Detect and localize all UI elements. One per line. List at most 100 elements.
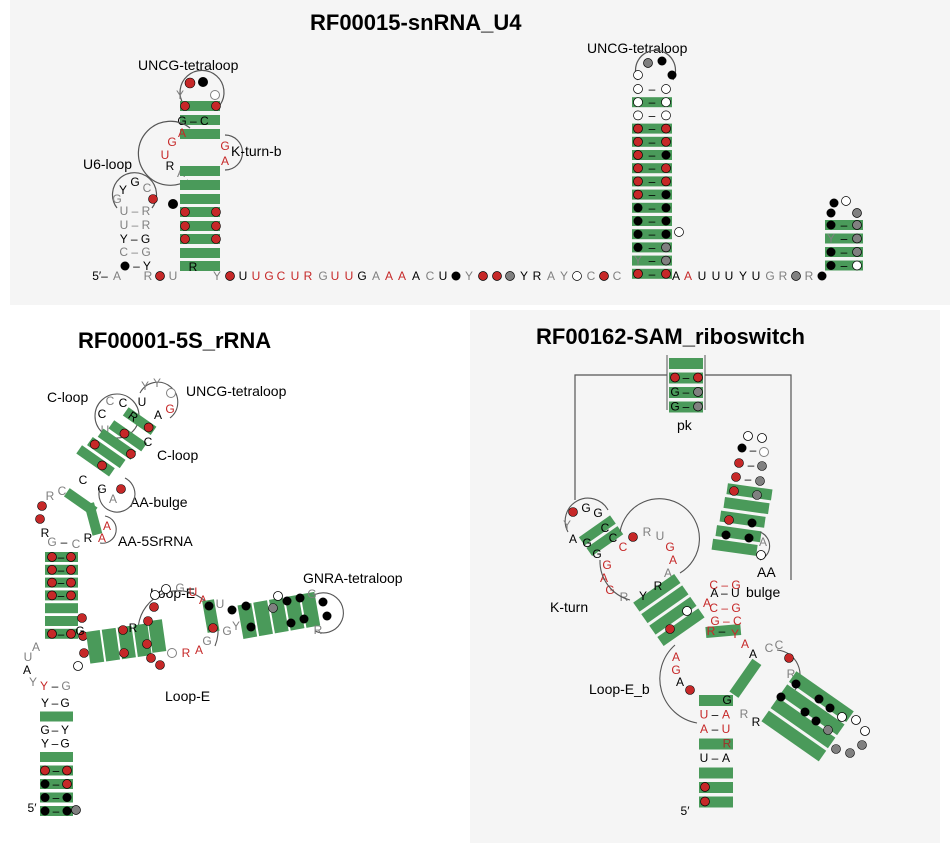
svg-text:A – U: A – U — [710, 586, 739, 600]
svg-text:R: R — [707, 624, 716, 638]
nt-label: U — [239, 269, 248, 283]
label-u6-loop: U6-loop — [83, 156, 132, 172]
nt-label: – — [649, 122, 656, 136]
nt-circle — [633, 136, 643, 147]
nt-label: – — [58, 563, 65, 577]
nt-circle — [633, 216, 643, 226]
svg-text:C: C — [775, 638, 784, 652]
pk-helix: –G–G– — [666, 355, 706, 414]
nt-label: – — [712, 722, 719, 736]
sam-junction: A G A R – Y A A R R C – G A – U A C – G … — [659, 578, 762, 729]
five-prime-label: 5′ — [28, 801, 38, 815]
nt-circle — [40, 793, 50, 802]
svg-text:R: R — [84, 531, 93, 545]
nt-circle — [661, 97, 671, 108]
nt-label: G — [167, 135, 176, 149]
nt-label: A — [722, 751, 730, 765]
label-c-loop: C-loop — [47, 389, 88, 405]
svg-text:C – G: C – G — [709, 601, 740, 615]
svg-text:Y: Y — [40, 679, 48, 693]
nt-circle — [661, 84, 671, 94]
svg-text:C: C — [72, 537, 81, 551]
svg-text:C: C — [143, 181, 152, 195]
svg-text:Y: Y — [119, 183, 127, 197]
five-prime-label: 5′– — [92, 269, 108, 283]
nt-circle — [492, 271, 502, 281]
nt-circle — [852, 208, 862, 218]
nt-circle — [40, 765, 50, 776]
nt-label: G — [670, 385, 679, 399]
base-pair — [632, 202, 672, 213]
nt-label: C — [277, 269, 286, 283]
nt-label: G — [670, 400, 679, 414]
nt-label: – — [649, 227, 656, 241]
svg-text:R: R — [740, 707, 749, 721]
nt-circle — [852, 233, 862, 244]
svg-text:A: A — [672, 650, 680, 664]
nt-circle — [700, 782, 710, 792]
svg-text:R: R — [643, 525, 652, 539]
nt-label: – — [649, 174, 656, 188]
base-pair — [40, 752, 73, 762]
nt-circle — [633, 150, 643, 160]
nt-circle — [599, 271, 609, 281]
svg-text:R: R — [654, 579, 663, 593]
base-pair — [40, 711, 73, 722]
svg-text:A: A — [749, 647, 757, 661]
5s-structure-svg: RF00001-5S_rRNA C-loop UNCG-tetraloop C-… — [23, 328, 403, 818]
base-pair — [669, 401, 703, 413]
nt-circle — [155, 271, 165, 281]
base-pair — [40, 792, 73, 803]
nt-circle — [633, 70, 643, 80]
nt-circle — [47, 590, 57, 601]
5s-junction: A U A Y Y – G — [23, 613, 87, 693]
nt-label: U — [722, 722, 731, 736]
svg-text:G: G — [112, 192, 121, 206]
label-pk: pk — [677, 417, 693, 433]
nt-label: A — [178, 126, 186, 140]
nt-label: G — [60, 696, 69, 710]
panel-title: RF00162-SAM_riboswitch — [536, 324, 805, 349]
svg-text:Y: Y — [153, 376, 161, 390]
pk-connector — [705, 374, 792, 580]
nt-label: U — [752, 269, 761, 283]
u4-structure-svg: RF00015-snRNA_U4 Y G – C G A U R A G A — [83, 10, 863, 283]
nt-circle — [852, 247, 862, 257]
nt-circle — [40, 779, 50, 789]
nt-circle — [210, 90, 220, 100]
nt-label: – — [52, 696, 59, 710]
svg-text:R: R — [752, 715, 761, 729]
svg-text:A: A — [98, 531, 106, 545]
nt-circle — [661, 203, 671, 213]
base-pair — [45, 590, 78, 601]
base-pair — [699, 782, 733, 793]
nt-label: – — [58, 588, 65, 602]
red-pairs: R — [180, 207, 221, 274]
nt-circle — [817, 271, 827, 281]
svg-text:G: G — [202, 634, 211, 648]
svg-text:Y: Y — [141, 379, 149, 393]
nt-label: Y — [41, 737, 49, 751]
svg-text:R: R — [182, 646, 191, 660]
nt-label: – — [52, 723, 59, 737]
svg-text:–: – — [750, 443, 757, 457]
nt-label: C — [426, 269, 435, 283]
nt-label: – — [649, 240, 656, 254]
svg-text:C: C — [98, 407, 107, 421]
svg-text:– Y: – Y — [133, 259, 151, 273]
u4-stem1: Y G – C G A U R A G A — [137, 57, 282, 274]
nt-label: Y — [465, 269, 473, 283]
label-bulge: bulge — [746, 584, 780, 600]
svg-text:C: C — [765, 641, 774, 655]
nt-label: – — [649, 161, 656, 175]
svg-text:U: U — [138, 395, 147, 409]
nt-label: R — [304, 269, 313, 283]
nt-circle — [225, 271, 235, 281]
nt-label: U — [345, 269, 354, 283]
sam-structure-svg: RF00162-SAM_riboswitch –G–G– pk G G Y A … — [536, 324, 870, 818]
base-pair — [180, 115, 220, 125]
nt-label: U — [712, 269, 721, 283]
nt-label: U — [169, 269, 178, 283]
base-pair — [45, 552, 78, 562]
nt-circle — [852, 220, 862, 230]
